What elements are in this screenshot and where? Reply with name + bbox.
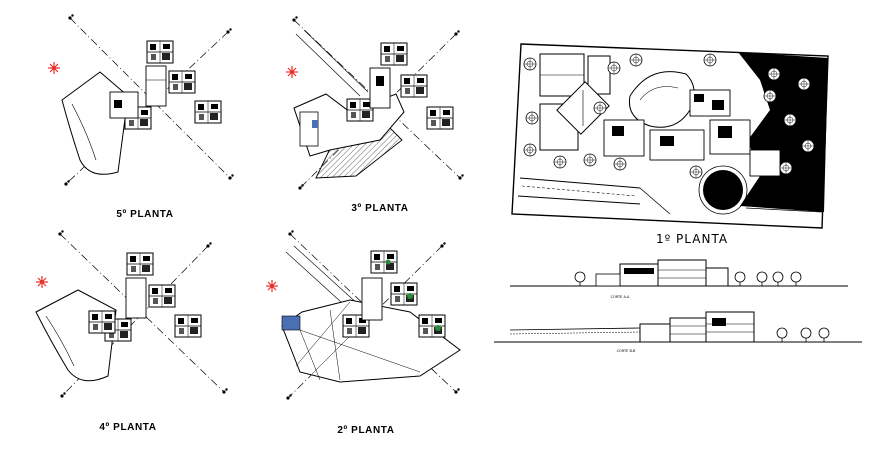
plan-label: 1º PLANTA xyxy=(656,232,728,246)
axis-line xyxy=(61,245,209,397)
base-structure xyxy=(281,299,461,383)
plan-5: 5º PLANTA xyxy=(47,14,234,220)
plan-label: 3º PLANTA xyxy=(351,203,408,214)
site-plan: 1º PLANTA xyxy=(511,43,829,246)
sports-court xyxy=(587,55,611,95)
plan-label: 2º PLANTA xyxy=(337,425,394,436)
north-arrow-icon xyxy=(47,61,61,75)
round-plaza xyxy=(703,170,743,210)
plan-label: 4º PLANTA xyxy=(99,422,156,433)
terrace-outline xyxy=(35,289,117,382)
section-label: CORTE B-B xyxy=(617,349,636,353)
terrace-outline xyxy=(61,71,129,175)
plan-4: 4º PLANTA xyxy=(35,230,228,433)
section-label: CORTE A-A xyxy=(611,295,630,299)
north-arrow-icon xyxy=(265,279,279,293)
axis-line xyxy=(69,17,231,179)
axis-line xyxy=(59,233,225,393)
section-a: CORTE A-A xyxy=(510,259,848,299)
section-b: CORTE B-B xyxy=(494,311,862,353)
north-arrow-icon xyxy=(35,275,49,289)
north-arrow-icon xyxy=(285,65,299,79)
plan-2: 2º PLANTA xyxy=(265,230,461,436)
plan-label: 5º PLANTA xyxy=(116,209,173,220)
plan-3: 3º PLANTA xyxy=(285,16,464,214)
